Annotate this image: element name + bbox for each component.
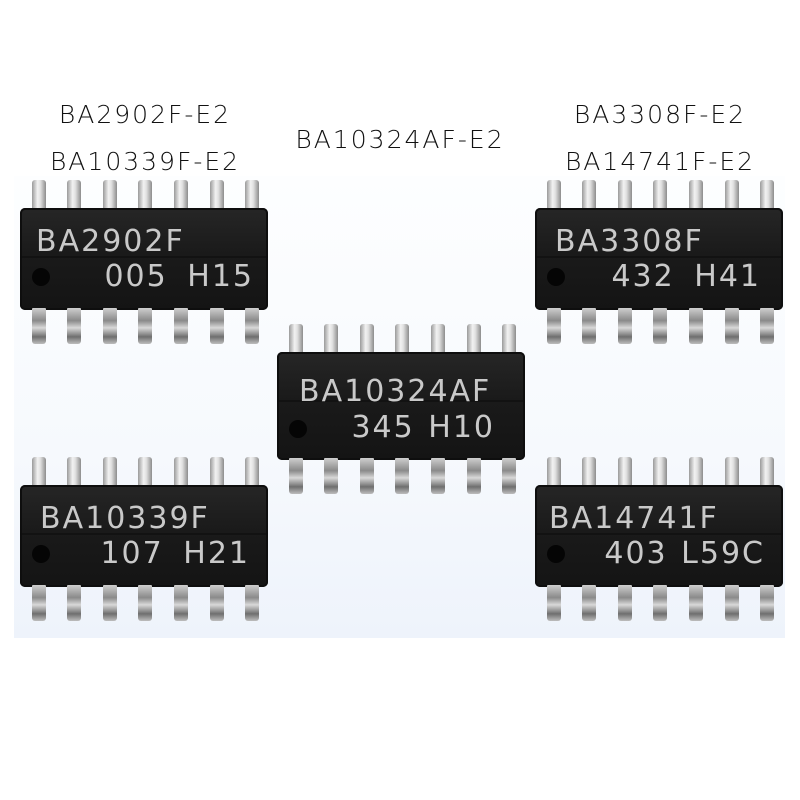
chip-lot-code: 403 L59C [604,536,765,571]
chip-lot-code: 345 H10 [351,410,495,445]
chip-body: BA2902F 005 H15 [20,208,268,310]
pin1-indicator-icon [547,268,565,286]
pin1-indicator-icon [32,545,50,563]
chip-body: BA14741F 403 L59C [535,485,783,587]
ic-chip-ba2902f: BA2902F 005 H15 [20,178,268,348]
chip-body: BA10339F 107 H21 [20,485,268,587]
part-label-ba10339f-e2: BA10339F-E2 [49,147,241,176]
chip-body: BA10324AF 345 H10 [277,352,525,460]
ic-chip-ba3308f: BA3308F 432 H41 [535,178,783,348]
ic-chip-ba10339f: BA10339F 107 H21 [20,455,268,625]
pin1-indicator-icon [547,545,565,563]
ic-chip-ba14741f: BA14741F 403 L59C [535,455,783,625]
chip-lot-code: 107 H21 [100,536,250,571]
part-label-ba2902f-e2: BA2902F-E2 [58,100,232,129]
chip-part-marking: BA14741F [549,501,719,536]
ic-chip-ba10324af: BA10324AF 345 H10 [277,322,525,494]
chip-part-marking: BA3308F [555,224,704,259]
pin1-indicator-icon [32,268,50,286]
chip-body: BA3308F 432 H41 [535,208,783,310]
chip-lot-code: 005 H15 [104,259,254,294]
part-label-ba10324af-e2: BA10324AF-E2 [295,125,505,154]
chip-part-marking: BA10339F [40,501,210,536]
chip-part-marking: BA10324AF [299,374,492,409]
chip-lot-code: 432 H41 [611,259,761,294]
part-label-ba3308f-e2: BA3308F-E2 [573,100,747,129]
part-label-ba14741f-e2: BA14741F-E2 [564,147,756,176]
chip-part-marking: BA2902F [36,224,185,259]
pin1-indicator-icon [289,420,307,438]
